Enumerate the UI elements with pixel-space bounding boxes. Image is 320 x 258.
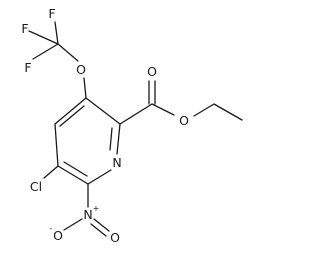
bond-ring-c5-c6 bbox=[57, 165, 89, 185]
atom-o-ether: O bbox=[76, 62, 86, 77]
bond-n-nitro-o-double-1 bbox=[93, 218, 110, 232]
bond-ring-c4-c5 bbox=[54, 123, 59, 167]
bond-ch2-ch3 bbox=[213, 103, 243, 121]
bond-n-nitro-o-single bbox=[63, 218, 83, 231]
bond-ring-n-c2-inner bbox=[109, 127, 113, 151]
atom-o-ester: O bbox=[179, 113, 189, 128]
bond-cf3-o-ether bbox=[57, 43, 79, 62]
bond-cf3-f-left bbox=[32, 43, 59, 60]
atom-n-ring: N bbox=[112, 155, 121, 170]
structure-diagram: F F F O O O N Cl N + O - O bbox=[21, 6, 243, 245]
atom-labels: F F F O O O N Cl N + O - O bbox=[21, 6, 189, 245]
bond-ring-n-c2 bbox=[116, 123, 121, 155]
bond-cf3-f-bottom bbox=[28, 30, 59, 45]
charge-o-nitro-single: - bbox=[50, 224, 53, 233]
bond-o-ester-ch2 bbox=[193, 103, 215, 117]
atom-o-nitro-single: O bbox=[53, 228, 63, 243]
bond-ring-c6-n bbox=[87, 169, 112, 185]
atom-n-nitro: N bbox=[83, 207, 92, 222]
bond-c5-cl bbox=[43, 165, 59, 179]
atom-o-nitro-double: O bbox=[110, 230, 120, 245]
bond-cf3-f-top bbox=[54, 21, 59, 45]
bond-ring-c5-c6-inner bbox=[63, 161, 88, 177]
atom-cl: Cl bbox=[30, 179, 42, 194]
bond-o-ether-ring bbox=[83, 77, 87, 99]
atom-f-bottom: F bbox=[24, 60, 31, 75]
bond-carbonyl-o-ester bbox=[151, 103, 175, 116]
bond-ring-c3-c4-inner bbox=[59, 105, 85, 127]
bonds bbox=[28, 21, 243, 237]
bond-ring-c3-c4 bbox=[54, 97, 87, 125]
atom-f-left: F bbox=[21, 21, 28, 36]
bond-c2-carbonyl bbox=[119, 103, 153, 125]
bond-ring-c2-c3 bbox=[85, 97, 121, 125]
charge-n-nitro: + bbox=[93, 204, 100, 213]
atom-f-top: F bbox=[48, 6, 55, 21]
bond-n-nitro-o-double-2 bbox=[90, 223, 107, 237]
atom-o-carbonyl: O bbox=[147, 64, 157, 79]
